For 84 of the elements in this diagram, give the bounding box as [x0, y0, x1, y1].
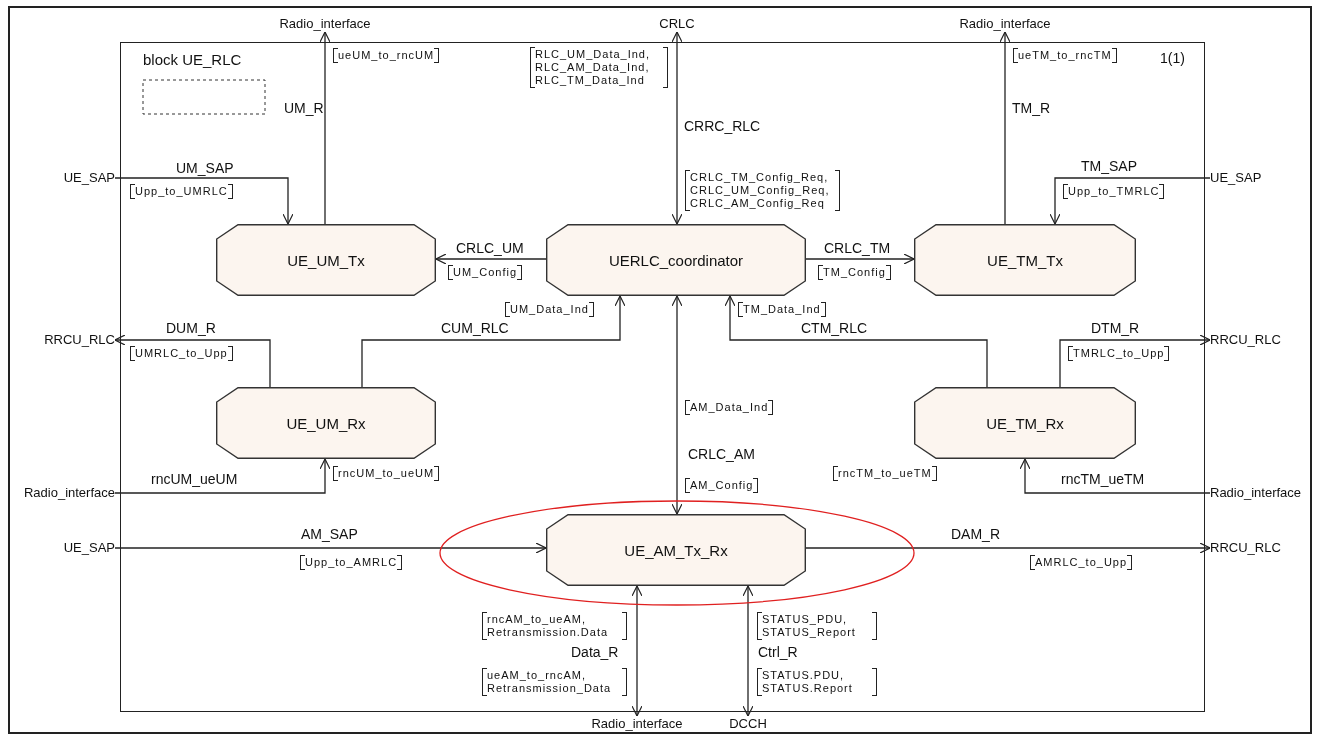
arrow [1049, 177, 1211, 225]
process-octagon [216, 224, 436, 296]
edge-label: rncUM_ueUM [150, 471, 239, 487]
signal-list: AM_Data_Ind [685, 400, 774, 415]
signal-list: STATUS.PDU, STATUS.Report [757, 668, 877, 696]
signal-list: UM_Data_Ind [505, 302, 594, 317]
signal-list: rncUM_to_ueUM [333, 466, 440, 481]
signal-list: ueTM_to_rncTM [1013, 48, 1117, 63]
gate-name: Radio_interface [591, 716, 683, 732]
edge-label: Ctrl_R [757, 644, 799, 660]
arrow [114, 177, 294, 225]
arrow [805, 542, 1211, 554]
signal-list: rncAM_to_ueAM, Retransmission.Data [482, 612, 627, 640]
double-arrow [631, 585, 643, 717]
process-octagon [914, 387, 1136, 459]
signal-list: STATUS_PDU, STATUS_Report [757, 612, 877, 640]
signal-list: UMRLC_to_Upp [130, 346, 233, 361]
process-octagon [546, 514, 806, 586]
process-name: UERLC_coordinator [608, 251, 744, 269]
signal-list: AM_Config [685, 478, 759, 493]
process-name: UE_AM_Tx_Rx [624, 541, 728, 559]
arrow [724, 295, 988, 388]
signal-list: CRLC_TM_Config_Req, CRLC_UM_Config_Req, CRLC_AM_Config_Req [685, 170, 840, 211]
edge-label: rncTM_ueTM [1060, 471, 1146, 487]
process-octagon [914, 224, 1136, 296]
process-octagon [546, 224, 806, 296]
process-name: UE_TM_Rx [986, 414, 1064, 432]
edge-label: TM_R [1011, 100, 1052, 116]
process-name: UE_UM_Rx [286, 414, 366, 432]
gate-name: UE_SAP [63, 540, 115, 556]
arrow [319, 31, 331, 225]
gate-name: UE_SAP [63, 170, 115, 186]
arrow [999, 31, 1011, 225]
gate-name: Radio_interface [279, 16, 371, 32]
double-arrow [671, 31, 683, 225]
process-name: UE_UM_Tx [287, 251, 365, 269]
arrow [361, 295, 626, 388]
page-number: 1(1) [1160, 50, 1185, 66]
gate-name: UE_SAP [1210, 170, 1262, 186]
edge-label: UM_SAP [175, 160, 235, 176]
edge-label: CRLC_TM [823, 240, 892, 256]
signal-list: TMRLC_to_Upp [1068, 346, 1170, 361]
edge-label: TM_SAP [1080, 158, 1138, 174]
edge-label: DAM_R [950, 526, 1001, 542]
process-octagon [216, 387, 436, 459]
edge-label: Data_R [570, 644, 620, 660]
edge-label: CTM_RLC [800, 320, 869, 336]
gate-name: RRCU_RLC [1210, 332, 1281, 348]
signal-list: TM_Config [818, 265, 891, 280]
signal-list: RLC_UM_Data_Ind, RLC_AM_Data_Ind, RLC_TM_Data_Ind [530, 47, 668, 88]
block-frame [120, 42, 1205, 712]
signal-list: TM_Data_Ind [738, 302, 826, 317]
signal-list: ueAM_to_rncAM, Retransmission_Data [482, 668, 627, 696]
edge-label: DUM_R [165, 320, 217, 336]
edge-label: CUM_RLC [440, 320, 510, 336]
edge-label: CRRC_RLC [683, 118, 762, 134]
arrow [805, 253, 915, 265]
edge-label: UM_R [283, 100, 325, 116]
arrow [1059, 334, 1211, 388]
process-name: UE_TM_Tx [987, 251, 1063, 269]
double-arrow [742, 585, 754, 717]
signal-list: ueUM_to_rncUM [333, 48, 440, 63]
gate-name: Radio_interface [959, 16, 1051, 32]
edge-label: AM_SAP [300, 526, 359, 542]
signal-list: AMRLC_to_Upp [1030, 555, 1133, 570]
signal-list: UM_Config [448, 265, 523, 280]
arrow [114, 334, 271, 388]
arrow [435, 253, 547, 265]
signal-list: Upp_to_TMRLC [1063, 184, 1165, 199]
block-title: block UE_RLC [143, 51, 242, 68]
signal-list: Upp_to_AMRLC [300, 555, 403, 570]
gate-name: RRCU_RLC [44, 332, 115, 348]
edge-label: CRLC_UM [455, 240, 525, 256]
edge-label: CRLC_AM [687, 446, 756, 462]
gate-name: Radio_interface [1210, 485, 1302, 501]
gate-name: RRCU_RLC [1210, 540, 1281, 556]
signal-list: rncTM_to_ueTM [833, 466, 937, 481]
signal-list: Upp_to_UMRLC [130, 184, 233, 199]
edge-label: DTM_R [1090, 320, 1141, 336]
arrow [114, 542, 547, 554]
double-arrow [671, 295, 683, 515]
arrow [1019, 458, 1211, 494]
arrow [114, 458, 331, 494]
gate-name: Radio_interface [23, 485, 115, 501]
